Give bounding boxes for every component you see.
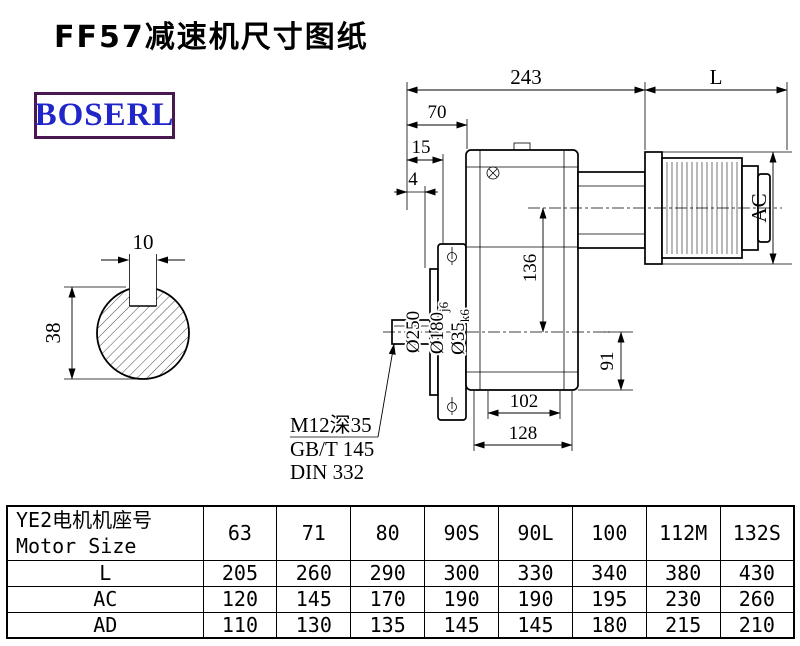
table-cell: 180 bbox=[571, 611, 647, 639]
motor-size-table: YE2电机机座号 Motor Size 63 71 80 90S 90L 100… bbox=[6, 505, 795, 639]
dim-AC-label: AC bbox=[747, 193, 771, 222]
row-label: AD bbox=[6, 611, 204, 639]
tap-note-line2: GB/T 145 bbox=[290, 437, 374, 461]
table-cell: 110 bbox=[202, 611, 278, 639]
table-cell: 300 bbox=[424, 559, 499, 587]
row-label: AC bbox=[6, 585, 204, 613]
table-cell: 190 bbox=[498, 585, 573, 613]
table-cell: 340 bbox=[571, 559, 647, 587]
dim-91-label: 91 bbox=[597, 352, 618, 371]
dim-shaft-height: 38 bbox=[41, 286, 136, 380]
header-line2: Motor Size bbox=[16, 534, 137, 559]
gearbox-housing bbox=[465, 142, 579, 391]
table-cell: 260 bbox=[276, 559, 352, 587]
table-cell: 145 bbox=[276, 585, 352, 613]
table-cell: 170 bbox=[350, 585, 426, 613]
table-cell: 210 bbox=[719, 611, 795, 639]
table-cell: 260 bbox=[719, 585, 795, 613]
dim-spigot-diameter-label: Ø180j6 bbox=[427, 301, 451, 354]
page-title: FF57减速机尺寸图纸 bbox=[54, 20, 369, 55]
table-cell: 205 bbox=[202, 559, 278, 587]
dim-70-label: 70 bbox=[428, 102, 447, 123]
table-cell: 195 bbox=[571, 585, 647, 613]
table-cell: 130 bbox=[276, 611, 352, 639]
header-line1: YE2电机机座号 bbox=[16, 508, 153, 533]
dim-4-label: 4 bbox=[408, 169, 418, 190]
center-lines bbox=[383, 207, 782, 333]
dim-4: 4 bbox=[394, 169, 438, 268]
dim-243-label: 243 bbox=[510, 65, 542, 89]
table-header-row: YE2电机机座号 Motor Size 63 71 80 90S 90L 100… bbox=[6, 505, 795, 561]
table-cell: 290 bbox=[350, 559, 426, 587]
dim-axis-to-base: 91 bbox=[578, 331, 633, 391]
boserl-logo: BOSERL bbox=[34, 92, 175, 139]
table-cell: 145 bbox=[498, 611, 573, 639]
motor-size-header: 132S bbox=[719, 505, 795, 561]
shaft-end-view bbox=[96, 254, 190, 380]
table-cell: 380 bbox=[645, 559, 721, 587]
dim-102-label: 102 bbox=[510, 391, 539, 412]
table-cell: 230 bbox=[645, 585, 721, 613]
dim-key-width-label: 10 bbox=[133, 230, 154, 254]
motor-size-header: 90L bbox=[498, 505, 573, 561]
tap-note-line3: DIN 332 bbox=[290, 460, 364, 484]
dim-136-label: 136 bbox=[520, 254, 541, 283]
table-cell: 120 bbox=[202, 585, 278, 613]
technical-drawing: 10 38 bbox=[41, 65, 792, 484]
table-row-AC: AC 120 145 170 190 190 195 230 260 bbox=[6, 585, 795, 613]
dim-axis-distance: 136 bbox=[518, 207, 547, 333]
dim-motor-length: L bbox=[644, 65, 788, 150]
row-label: L bbox=[6, 559, 204, 587]
dim-15: 15 bbox=[406, 137, 444, 243]
motor-size-header: 112M bbox=[645, 505, 721, 561]
dim-overall-width: 243 bbox=[406, 65, 646, 210]
tap-note-line1: M12深35 bbox=[290, 413, 372, 437]
dim-foot-width: 102 bbox=[487, 391, 561, 419]
table-cell: 330 bbox=[498, 559, 573, 587]
motor-size-header: 80 bbox=[350, 505, 426, 561]
dim-base-width: 128 bbox=[473, 391, 573, 451]
dim-L-label: L bbox=[710, 65, 723, 89]
dim-70: 70 bbox=[406, 102, 468, 149]
dim-key-width: 10 bbox=[101, 230, 185, 264]
table-cell: 190 bbox=[424, 585, 499, 613]
motor-size-header: 100 bbox=[571, 505, 647, 561]
table-row-L: L 205 260 290 300 330 340 380 430 bbox=[6, 559, 795, 587]
dim-motor-diameter: AC bbox=[662, 151, 792, 265]
table-cell: 215 bbox=[645, 611, 721, 639]
motor-size-header: 90S bbox=[424, 505, 499, 561]
shaft-tap-note: M12深35 GB/T 145 DIN 332 bbox=[290, 343, 396, 484]
table-cell: 430 bbox=[719, 559, 795, 587]
motor-size-header: 63 bbox=[202, 505, 278, 561]
logo-text: BOSERL bbox=[34, 97, 175, 133]
table-header-motor-size: YE2电机机座号 Motor Size bbox=[6, 505, 204, 561]
dim-128-label: 128 bbox=[509, 423, 538, 444]
dim-shaft-height-label: 38 bbox=[41, 323, 65, 344]
diameter-labels: Ø250 Ø180j6 Ø35k6 bbox=[401, 299, 474, 357]
table-cell: 145 bbox=[424, 611, 499, 639]
table-row-AD: AD 110 130 135 145 145 180 215 210 bbox=[6, 611, 795, 639]
dim-shaft-diameter-label: Ø35k6 bbox=[448, 309, 472, 355]
table-cell: 135 bbox=[350, 611, 426, 639]
dim-flange-diameter-label: Ø250 bbox=[403, 311, 424, 353]
motor-size-header: 71 bbox=[276, 505, 352, 561]
dim-15-label: 15 bbox=[412, 137, 431, 158]
